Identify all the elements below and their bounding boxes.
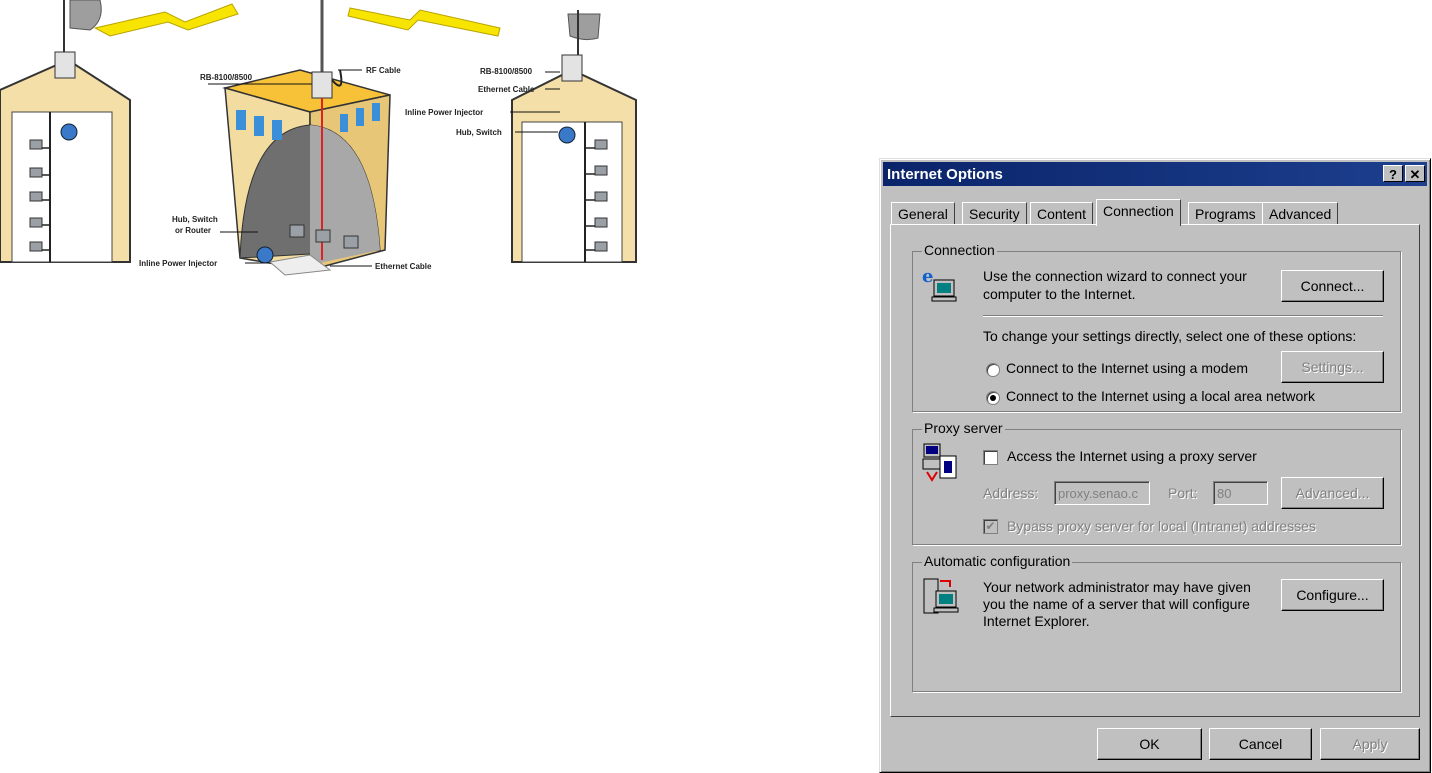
label-rb-right: RB-8100/8500 — [480, 67, 533, 76]
advanced-proxy-button[interactable]: Advanced... — [1281, 477, 1384, 509]
address-label: Address: — [983, 485, 1039, 501]
connection-group-label: Connection — [922, 242, 997, 258]
internet-options-dialog: Internet Options ? ✕ General Security Co… — [879, 158, 1431, 773]
left-hub-icon — [60, 123, 78, 141]
auto-config-group-label: Automatic configuration — [922, 553, 1073, 569]
left-radio-unit — [54, 51, 76, 79]
modem-option-label[interactable]: Connect to the Internet using a modem — [1006, 360, 1249, 376]
close-button[interactable]: ✕ — [1405, 165, 1425, 182]
proxy-group-label: Proxy server — [922, 420, 1005, 436]
ok-button[interactable]: OK — [1097, 728, 1202, 760]
connection-separator — [983, 315, 1383, 317]
lan-option-label[interactable]: Connect to the Internet using a local ar… — [1006, 388, 1315, 404]
label-ethernet-right: Ethernet Cable — [478, 85, 535, 94]
left-antenna-icon — [69, 0, 102, 31]
auto-config-text-1: Your network administrator may have give… — [983, 579, 1251, 595]
label-hub-center-1: Hub, Switch — [172, 215, 218, 224]
proxy-address-field[interactable]: proxy.senao.c — [1054, 481, 1150, 505]
auto-config-text-2: you the name of a server that will confi… — [983, 596, 1250, 612]
right-radio-unit — [561, 54, 583, 82]
wizard-text-2: computer to the Internet. — [983, 286, 1136, 302]
tab-content[interactable]: Content — [1030, 202, 1094, 224]
dialog-title: Internet Options — [887, 166, 1003, 183]
auto-config-text-3: Internet Explorer. — [983, 613, 1090, 629]
label-rf-cable: RF Cable — [366, 66, 401, 75]
modem-radio[interactable] — [986, 363, 1000, 377]
label-ethernet-bottom: Ethernet Cable — [375, 262, 432, 271]
label-injector-right: Inline Power Injector — [405, 108, 483, 117]
wireless-link-right — [347, 7, 501, 37]
title-bar[interactable]: Internet Options ? ✕ — [883, 162, 1427, 186]
bypass-local-label[interactable]: Bypass proxy server for local (Intranet)… — [1007, 518, 1316, 534]
label-injector-center: Inline Power Injector — [139, 259, 217, 268]
settings-button[interactable]: Settings... — [1281, 351, 1384, 383]
tab-programs[interactable]: Programs — [1188, 202, 1263, 224]
help-button[interactable]: ? — [1383, 165, 1403, 182]
automatic-configuration-group: Automatic configuration Your network adm… — [912, 553, 1401, 692]
label-rb-center: RB-8100/8500 — [200, 73, 253, 82]
use-proxy-label[interactable]: Access the Internet using a proxy server — [1007, 448, 1257, 464]
tab-general[interactable]: General — [891, 202, 955, 224]
auto-config-icon — [923, 578, 959, 614]
configure-button[interactable]: Configure... — [1281, 579, 1384, 611]
connection-tab-panel: Connection e Use the connection wizard t… — [890, 224, 1420, 717]
proxy-server-group: Proxy server Access the Internet using a… — [912, 420, 1401, 545]
right-hub-icon — [558, 126, 576, 144]
center-radio-unit — [311, 71, 333, 99]
use-proxy-checkbox[interactable] — [983, 450, 998, 465]
svg-text:e: e — [922, 266, 933, 287]
tab-security[interactable]: Security — [962, 202, 1027, 224]
network-diagram: RB-8100/8500 RF Cable RB-8100/8500 Ether… — [0, 0, 637, 276]
proxy-port-field[interactable]: 80 — [1213, 481, 1268, 505]
internet-explorer-computer-icon: e — [922, 266, 957, 302]
connect-button[interactable]: Connect... — [1281, 270, 1384, 302]
label-hub-right: Hub, Switch — [456, 128, 502, 137]
apply-button[interactable]: Apply — [1320, 728, 1420, 760]
wireless-link-left — [93, 3, 239, 37]
port-label: Port: — [1168, 485, 1198, 501]
wizard-text-1: Use the connection wizard to connect you… — [983, 268, 1247, 284]
right-antenna-icon — [567, 13, 601, 41]
tab-advanced[interactable]: Advanced — [1262, 202, 1339, 224]
tab-connection[interactable]: Connection — [1096, 199, 1181, 226]
bypass-local-checkbox[interactable]: ✔ — [983, 519, 998, 534]
center-hub-icon — [256, 246, 274, 264]
proxy-server-icon — [922, 443, 957, 482]
lan-radio[interactable] — [986, 391, 1000, 405]
change-settings-text: To change your settings directly, select… — [983, 328, 1357, 344]
cancel-button[interactable]: Cancel — [1209, 728, 1312, 760]
label-hub-center-2: or Router — [175, 226, 211, 235]
connection-group: Connection e Use the connection wizard t… — [912, 242, 1401, 412]
